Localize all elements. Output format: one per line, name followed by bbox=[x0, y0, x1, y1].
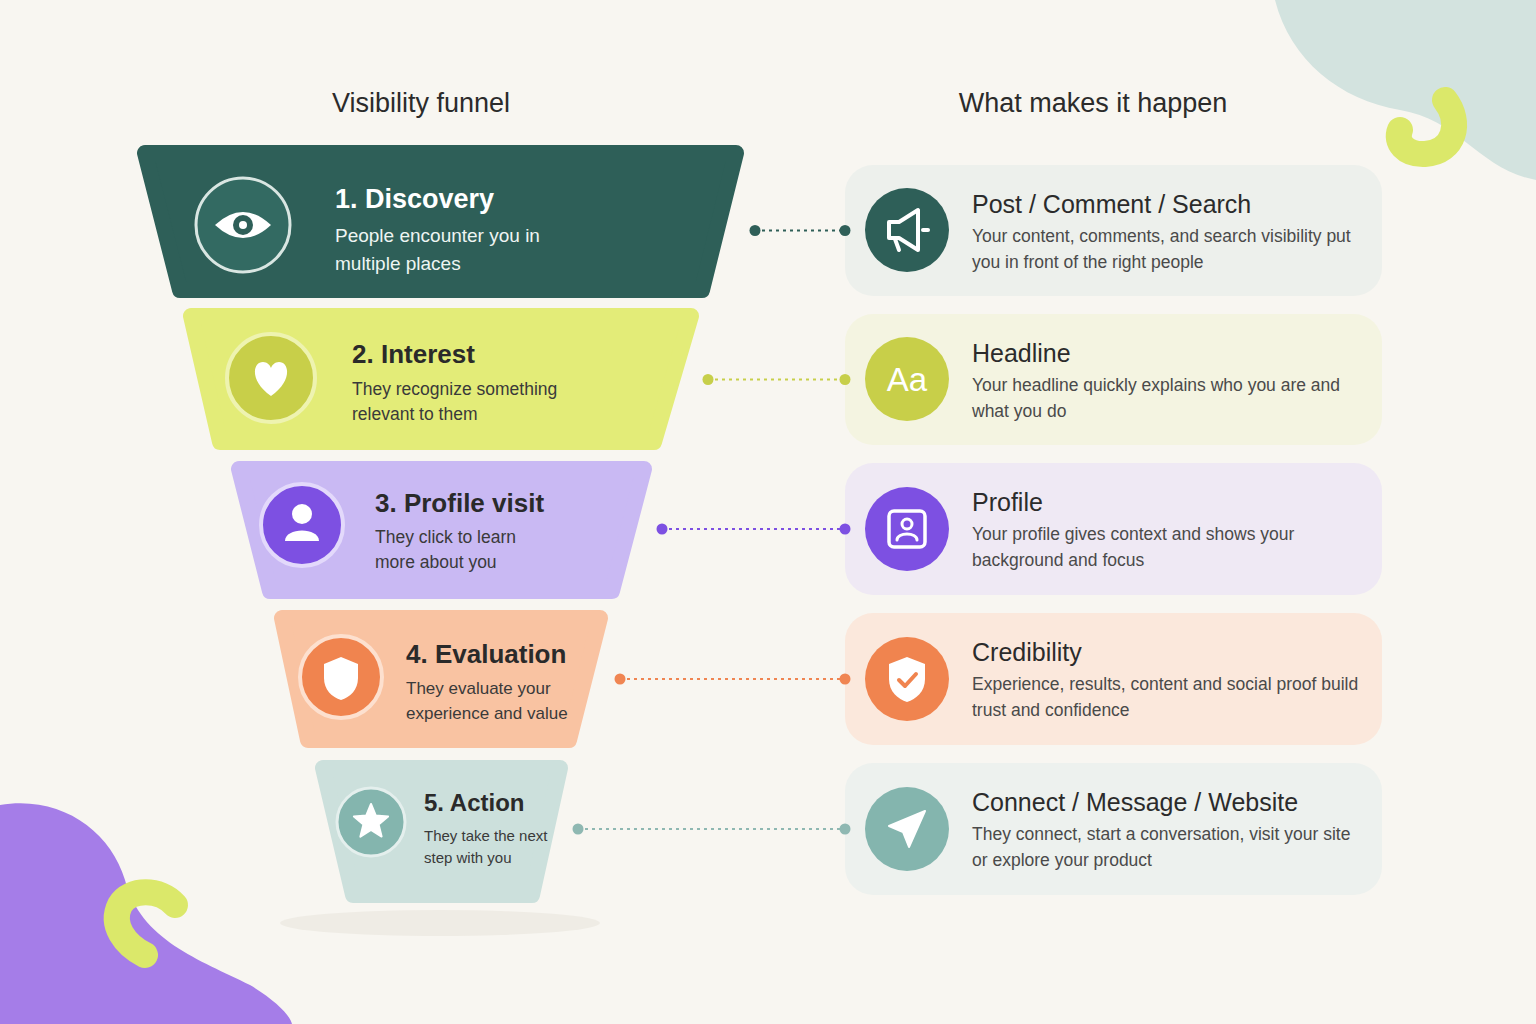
dotted-connector bbox=[620, 678, 845, 680]
funnel-stage: 4. EvaluationThey evaluate your experien… bbox=[271, 610, 620, 748]
stage-description: People encounter you in multiple places bbox=[335, 222, 550, 278]
card-title: Headline bbox=[972, 338, 1372, 368]
funnel-shadow bbox=[280, 910, 600, 936]
stage-description: They recognize something relevant to the… bbox=[352, 377, 587, 427]
card-title: Credibility bbox=[972, 637, 1372, 667]
swirl-decoration bbox=[1399, 100, 1454, 154]
icon-glyph: Aa bbox=[887, 360, 927, 400]
card-title: Post / Comment / Search bbox=[972, 189, 1372, 219]
dotted-connector bbox=[708, 379, 845, 381]
funnel-band bbox=[282, 618, 600, 740]
card-title: Connect / Message / Website bbox=[972, 787, 1372, 817]
stage-description: They take the next step with you bbox=[424, 825, 554, 869]
card-description: Your headline quickly explains who you a… bbox=[972, 373, 1367, 424]
card-description: Experience, results, content and social … bbox=[972, 672, 1367, 723]
swirl-decoration bbox=[117, 892, 175, 955]
funnel-stage: 5. ActionThey take the next step with yo… bbox=[313, 760, 578, 910]
funnel-shape bbox=[133, 145, 755, 298]
corner-blob bbox=[1275, 0, 1536, 180]
funnel-band bbox=[145, 153, 736, 290]
driver-card: Post / Comment / SearchYour content, com… bbox=[845, 165, 1382, 296]
driver-card: ProfileYour profile gives context and sh… bbox=[845, 463, 1382, 595]
corner-blob bbox=[0, 803, 292, 1024]
funnel-band bbox=[239, 469, 644, 591]
dotted-connector bbox=[755, 230, 845, 232]
column-heading: Visibility funnel bbox=[332, 87, 510, 119]
dotted-connector bbox=[578, 828, 845, 830]
card-description: They connect, start a conversation, visi… bbox=[972, 822, 1367, 873]
driver-card: Connect / Message / WebsiteThey connect,… bbox=[845, 763, 1382, 895]
stage-description: They click to learn more about you bbox=[375, 525, 540, 575]
card-title: Profile bbox=[972, 487, 1372, 517]
stage-title: 4. Evaluation bbox=[406, 639, 620, 670]
funnel-band bbox=[191, 316, 691, 442]
column-heading: What makes it happen bbox=[959, 87, 1228, 119]
funnel-band bbox=[323, 768, 560, 895]
stage-description: They evaluate your experience and value bbox=[406, 676, 586, 726]
stage-title: 1. Discovery bbox=[335, 183, 755, 215]
funnel-stage: 2. InterestThey recognize something rele… bbox=[180, 308, 708, 450]
stage-title: 3. Profile visit bbox=[375, 488, 662, 519]
funnel-stage: 3. Profile visitThey click to learn more… bbox=[228, 461, 662, 599]
dotted-connector bbox=[662, 528, 845, 530]
card-description: Your profile gives context and shows you… bbox=[972, 522, 1367, 573]
driver-card: CredibilityExperience, results, content … bbox=[845, 613, 1382, 745]
card-description: Your content, comments, and search visib… bbox=[972, 224, 1367, 275]
stage-title: 5. Action bbox=[424, 789, 578, 818]
stage-title: 2. Interest bbox=[352, 339, 708, 370]
funnel-stage: 1. DiscoveryPeople encounter you in mult… bbox=[133, 145, 755, 298]
